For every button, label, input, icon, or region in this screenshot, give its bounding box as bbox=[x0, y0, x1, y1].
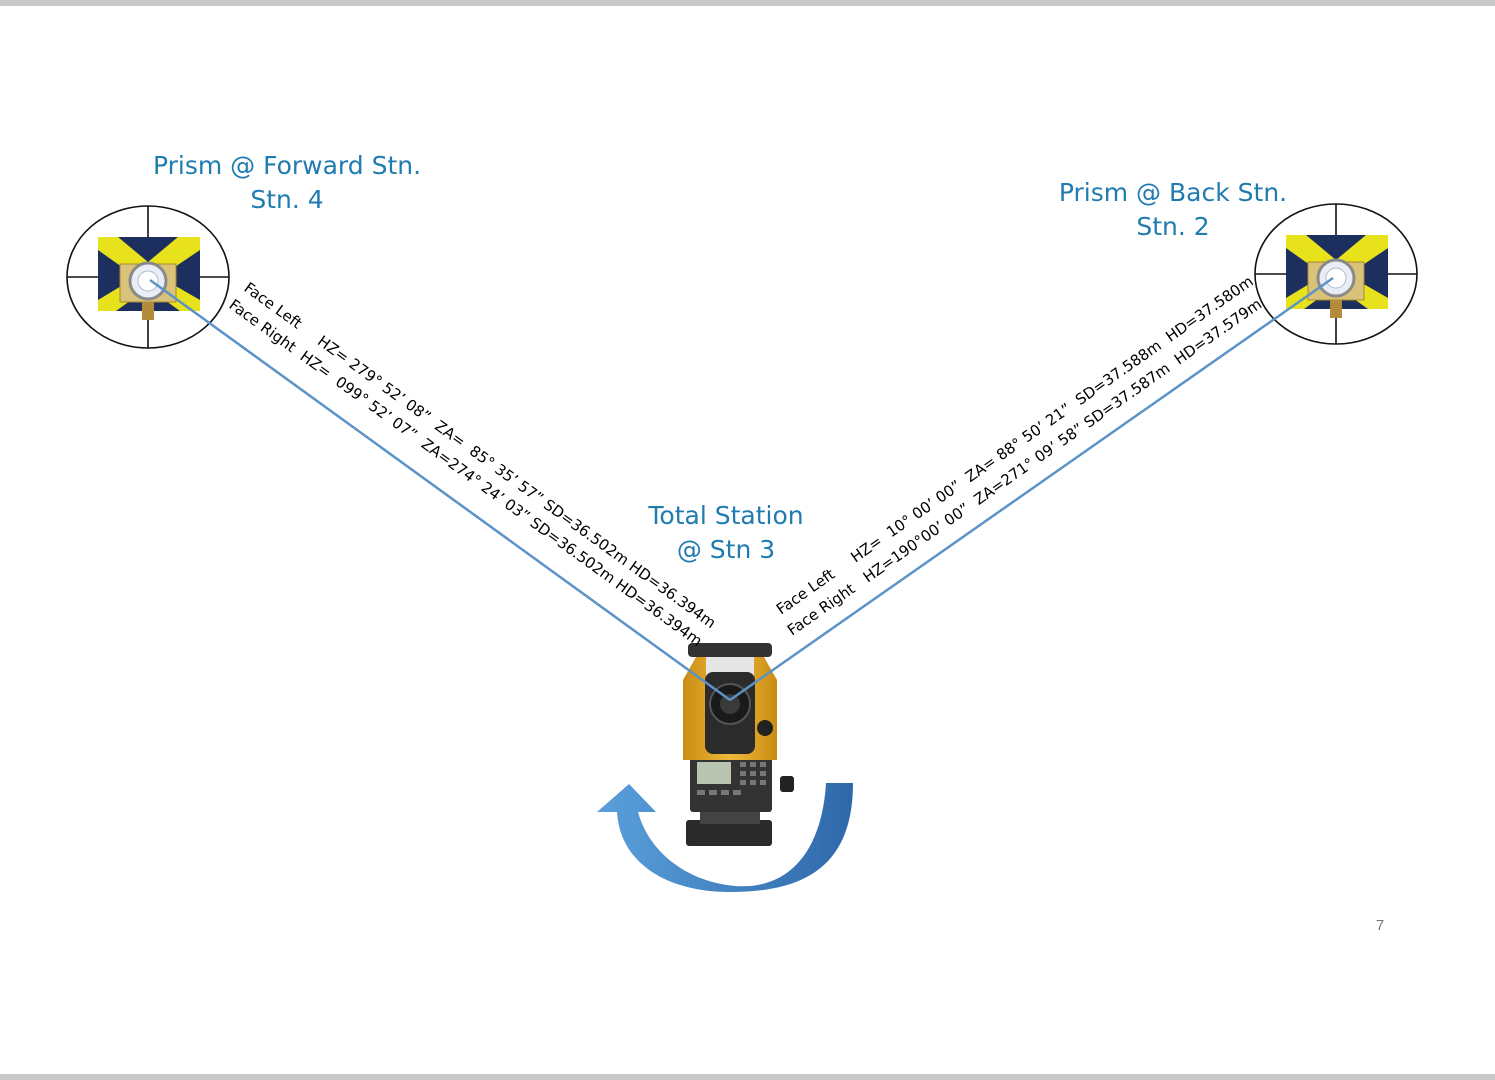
page-number: 7 bbox=[1376, 917, 1384, 934]
forward-sight-line bbox=[149, 278, 731, 702]
total-station-title: Total Station bbox=[647, 501, 803, 530]
forward-prism-target bbox=[66, 205, 230, 349]
back-prism-station: Stn. 2 bbox=[1136, 212, 1209, 241]
forward-prism-station: Stn. 4 bbox=[250, 185, 323, 214]
back-prism-target bbox=[1254, 203, 1418, 345]
bottom-border bbox=[0, 1074, 1495, 1080]
forward-prism-title: Prism @ Forward Stn. bbox=[153, 151, 421, 180]
prism-target-icon bbox=[98, 237, 200, 320]
prism-target-icon bbox=[1286, 235, 1388, 318]
top-border bbox=[0, 0, 1495, 6]
back-sight-line bbox=[729, 276, 1334, 702]
forward-face-right-reading: Face Right HZ= 099° 52’ 07” ZA=274° 24’ … bbox=[226, 296, 706, 650]
total-station-icon bbox=[683, 643, 794, 846]
back-face-right-reading: Face Right HZ=190°00’ 00” ZA=271° 09’ 58… bbox=[784, 295, 1265, 639]
rotation-arrow-icon bbox=[597, 783, 853, 892]
back-face-left-reading: Face Left HZ= 10° 00’ 00” ZA= 88° 50’ 21… bbox=[773, 272, 1257, 618]
total-station-location: @ Stn 3 bbox=[677, 535, 775, 564]
back-prism-title: Prism @ Back Stn. bbox=[1059, 178, 1287, 207]
forward-face-left-reading: Face Left HZ= 279° 52’ 08” ZA= 85° 35’ 5… bbox=[241, 279, 720, 632]
